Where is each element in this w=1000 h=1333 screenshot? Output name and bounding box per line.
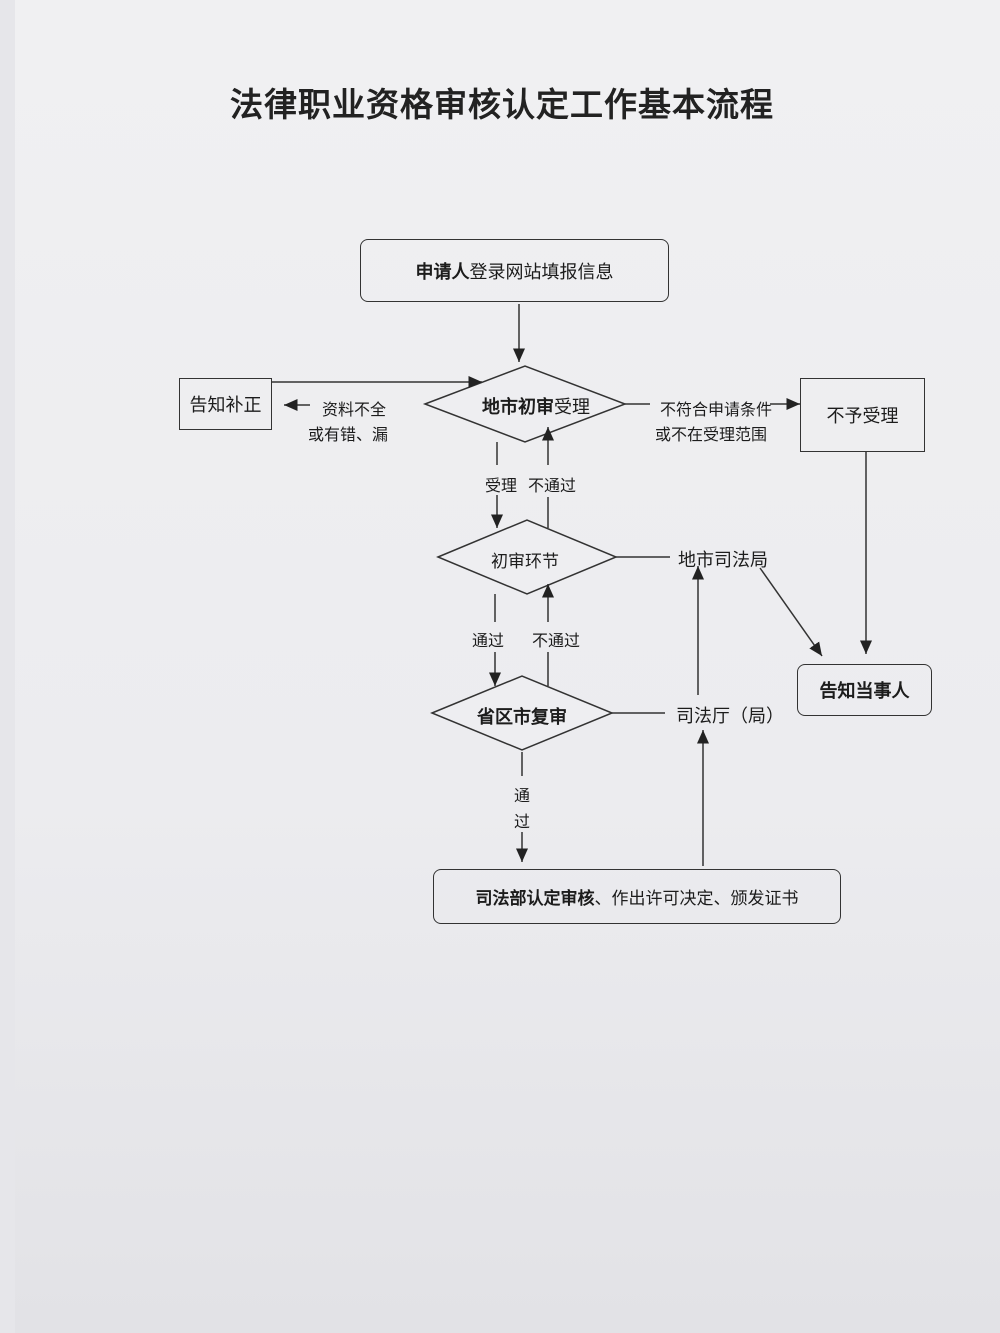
provincial-review-bold: 省区市复审 <box>477 707 567 728</box>
city-accept-text: 受理 <box>554 397 590 418</box>
provincial-review-node: 省区市复审 <box>477 703 567 729</box>
reject-node: 不予受理 <box>800 378 925 452</box>
start-node-text: 登录网站填报信息 <box>469 261 614 283</box>
edge-label-fail-2: 不通过 <box>532 631 581 650</box>
provincial-dept-node: 司法厅（局） <box>676 706 784 727</box>
city-accept-node: 地市初审受理 <box>482 393 590 419</box>
edge-label-pass-2b: 过 <box>514 812 531 831</box>
notify-correct-node: 告知补正 <box>179 378 272 430</box>
ministry-bold: 司法部认定审核 <box>475 889 595 909</box>
edge-label-incomplete-2: 或有错、漏 <box>308 425 389 444</box>
page-title: 法律职业资格审核认定工作基本流程 <box>230 85 774 124</box>
paper-sheet <box>15 0 1000 1333</box>
edge-label-accepted: 受理 <box>485 476 518 495</box>
edge-label-ineligible-1: 不符合申请条件 <box>660 400 773 419</box>
edge-label-ineligible-2: 或不在受理范围 <box>655 425 768 444</box>
ministry-text: 、作出许可决定、颁发证书 <box>594 889 799 909</box>
edge-label-pass-2a: 通 <box>514 786 531 805</box>
edge-label-pass-1: 通过 <box>472 631 505 650</box>
city-bureau-node: 地市司法局 <box>678 550 768 571</box>
initial-review-node: 初审环节 <box>491 552 559 572</box>
ministry-node: 司法部认定审核、作出许可决定、颁发证书 <box>433 869 841 924</box>
edge-label-fail-1: 不通过 <box>528 476 577 495</box>
start-node-bold: 申请人 <box>415 261 470 283</box>
city-accept-bold: 地市初审 <box>482 397 554 418</box>
edge-label-incomplete-1: 资料不全 <box>322 400 387 419</box>
notify-party-node: 告知当事人 <box>797 664 932 716</box>
start-node: 申请人登录网站填报信息 <box>360 239 669 302</box>
